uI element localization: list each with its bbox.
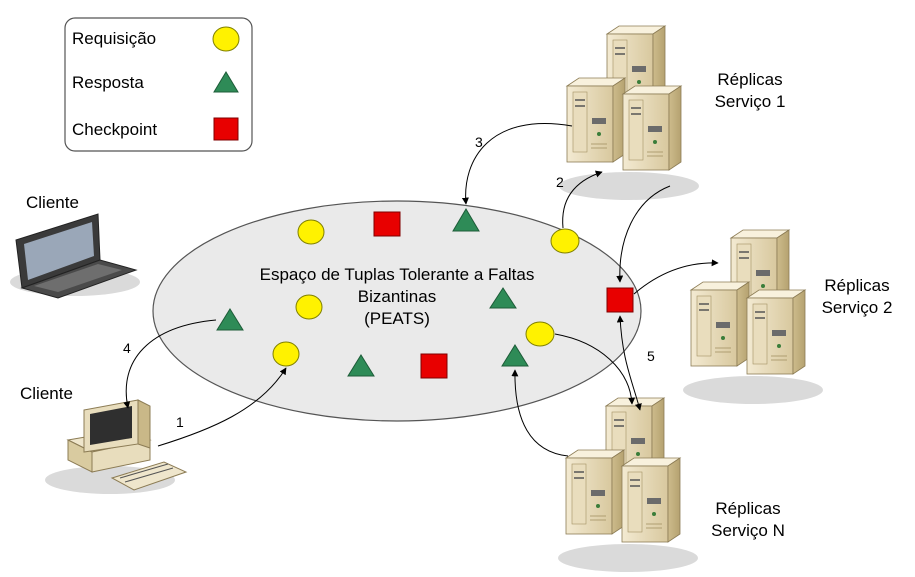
tuple-checkpoint bbox=[420, 353, 448, 379]
client-label-top: Cliente bbox=[26, 193, 79, 212]
flow-arrows bbox=[123, 123, 719, 457]
tuple-request bbox=[525, 321, 555, 347]
space-title-line1: Espaço de Tuplas Tolerante a Faltas bbox=[259, 265, 535, 284]
tuple-response bbox=[347, 354, 375, 377]
replicas-1-line1: Réplicas bbox=[717, 70, 783, 89]
tuple-checkpoint bbox=[606, 287, 634, 313]
server-icon bbox=[558, 398, 698, 572]
arrow-4 bbox=[123, 319, 217, 409]
client-label-bottom: Cliente bbox=[20, 384, 73, 403]
space-title-line3: (PEATS) bbox=[364, 309, 430, 328]
tuple-response bbox=[452, 208, 480, 232]
tuple-request bbox=[550, 228, 580, 254]
tuple-response bbox=[489, 287, 517, 309]
space-title-line2: Bizantinas bbox=[357, 287, 437, 306]
arrow-response-from-sn bbox=[511, 369, 569, 457]
legend-label-request: Requisição bbox=[72, 29, 157, 48]
server-icon bbox=[683, 230, 823, 404]
replicas-2-line1: Réplicas bbox=[824, 276, 890, 295]
replicas-n-line1: Réplicas bbox=[715, 499, 781, 518]
arrow-checkpoint-from-s1 bbox=[616, 185, 671, 283]
replicas-n-line2: Serviço N bbox=[711, 521, 785, 540]
laptop-icon bbox=[10, 213, 140, 299]
replicas-2-line2: Serviço 2 bbox=[821, 298, 893, 317]
step-5-label: 5 bbox=[647, 348, 655, 364]
tuple-response bbox=[501, 344, 529, 367]
desktop-computer-icon bbox=[45, 399, 188, 494]
step-2-label: 2 bbox=[556, 174, 564, 190]
step-4-label: 4 bbox=[123, 340, 131, 356]
step-3-label: 3 bbox=[475, 134, 483, 150]
tuple-checkpoint bbox=[373, 211, 401, 237]
replicas-1-line2: Serviço 1 bbox=[714, 92, 786, 111]
legend-circle-icon bbox=[212, 26, 240, 52]
arrow-2 bbox=[562, 170, 603, 229]
tuple-request bbox=[272, 341, 300, 367]
tuple-request bbox=[297, 219, 325, 245]
legend-label-response: Resposta bbox=[72, 73, 144, 92]
arrow-checkpoint-to-s2 bbox=[633, 259, 719, 295]
legend bbox=[64, 17, 253, 152]
server-icon bbox=[559, 26, 699, 200]
step-1-label: 1 bbox=[176, 414, 184, 430]
arrow-1 bbox=[157, 367, 287, 447]
tuple-request bbox=[295, 294, 323, 320]
arrow-5 bbox=[616, 315, 642, 411]
legend-label-checkpoint: Checkpoint bbox=[72, 120, 158, 139]
legend-box bbox=[64, 17, 253, 152]
tuples bbox=[216, 208, 634, 379]
legend-square-icon bbox=[213, 117, 239, 141]
tuple-response bbox=[216, 308, 244, 331]
arrow-3 bbox=[461, 123, 573, 205]
legend-triangle-icon bbox=[213, 71, 239, 93]
arrow-request-to-sn bbox=[554, 333, 636, 405]
